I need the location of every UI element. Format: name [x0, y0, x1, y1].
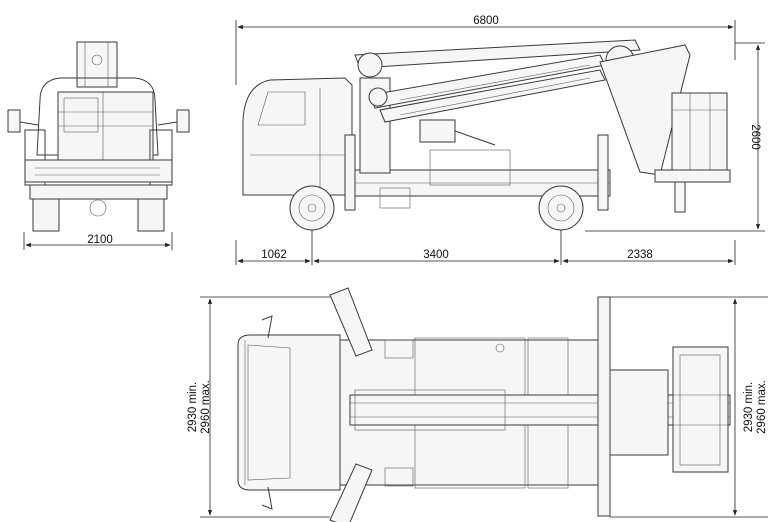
- dim-left-width: 2930 min. 2960 max.: [187, 296, 330, 518]
- overall-height-label: 2600: [749, 124, 761, 150]
- left-width-max-label: 2960 max.: [200, 380, 212, 434]
- right-width-max-label: 2960 max.: [756, 380, 768, 434]
- dim-overall-length: 6800: [235, 15, 736, 85]
- right-width-min-label: 2930 min.: [743, 382, 755, 433]
- dim-overall-height: 2600: [585, 42, 765, 232]
- top-view: [237, 287, 731, 522]
- front-width-label: 2100: [87, 234, 113, 246]
- wheelbase-label: 3400: [423, 249, 449, 261]
- front-overhang-label: 1062: [261, 249, 287, 261]
- front-view: [7, 41, 190, 232]
- overall-length-label: 6800: [473, 15, 499, 27]
- side-view: [242, 39, 731, 231]
- dim-right-width: 2930 min. 2960 max.: [610, 296, 768, 518]
- rear-overhang-label: 2338: [627, 249, 653, 261]
- dim-base-line: 1062 3400 2338: [235, 230, 736, 265]
- dim-front-width: 2100: [23, 232, 173, 250]
- left-width-min-label: 2930 min.: [187, 382, 199, 433]
